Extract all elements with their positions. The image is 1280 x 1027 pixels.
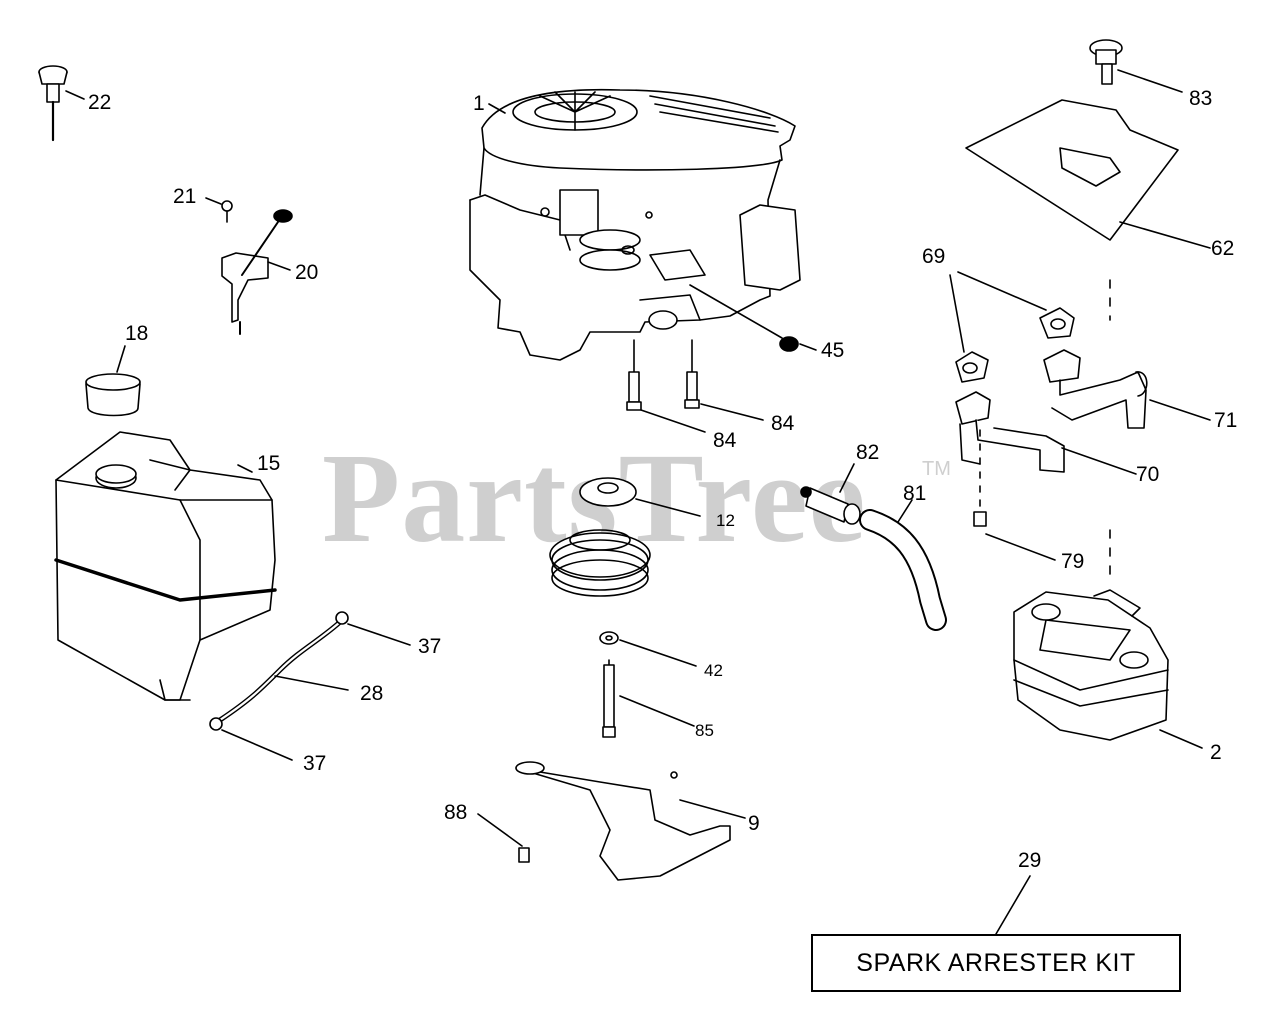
callout-62: 62 [1211,237,1235,260]
part-88-screw [477,813,530,863]
part-70-pipe [955,391,1137,475]
callout-69: 69 [922,245,946,268]
callout-20: 20 [295,261,319,284]
callout-22: 22 [88,91,112,114]
callout-37-upper: 37 [418,635,442,658]
part-28-fuel-line [217,619,349,723]
callout-9: 9 [748,812,760,835]
part-71-pipe [1043,349,1211,429]
callout-79: 79 [1061,550,1085,573]
part-37-clamp-bottom [209,717,293,761]
part-18-gas-cap [85,345,141,417]
callout-81: 81 [903,482,927,505]
part-12-pulley [549,477,701,597]
callout-45: 45 [821,339,845,362]
callout-42: 42 [704,661,723,680]
watermark-trademark: TM [922,458,951,480]
part-69-gasket-upper [949,274,989,383]
spark-arrester-kit-label: SPARK ARRESTER KIT [811,934,1181,992]
callout-84-right: 84 [771,412,795,435]
callout-21: 21 [173,185,197,208]
callout-18: 18 [125,322,149,345]
part-20-bracket [221,209,293,335]
part-82-fitting [800,463,861,525]
callout-85: 85 [695,721,714,740]
part-37-clamp-top [335,611,411,646]
callout-88: 88 [444,801,468,824]
part-2-muffler [1013,529,1203,749]
part-1-engine [469,88,801,361]
part-84-bolt-right [684,339,764,421]
part-22-plug [38,65,85,142]
callout-71: 71 [1214,409,1238,432]
callout-70: 70 [1136,463,1160,486]
part-21-screw [205,197,233,223]
spark-arrester-kit-text: SPARK ARRESTER KIT [856,948,1136,977]
part-83-screw [1089,39,1183,93]
part-81-hose [859,499,947,631]
callout-1: 1 [473,92,485,115]
callout-29: 29 [1018,849,1042,872]
part-62-shield [965,99,1211,321]
part-69-gasket-right [957,271,1075,339]
callout-37-lower: 37 [303,752,327,775]
part-79-screw [973,429,1056,561]
part-42-washer [599,631,697,667]
part-9-bracket [515,761,746,881]
part-85-bolt [602,659,695,738]
part-84-bolt-left [626,339,706,433]
part-15-fuel-tank [54,431,277,701]
callout-82: 82 [856,441,880,464]
callout-28: 28 [360,682,384,705]
callout-15: 15 [257,452,281,475]
callout-83: 83 [1189,87,1213,110]
callout-12: 12 [716,511,735,530]
part-29-leader [995,875,1031,935]
part-45-fitting [689,284,817,352]
callout-84-left: 84 [713,429,737,452]
callout-2: 2 [1210,741,1222,764]
